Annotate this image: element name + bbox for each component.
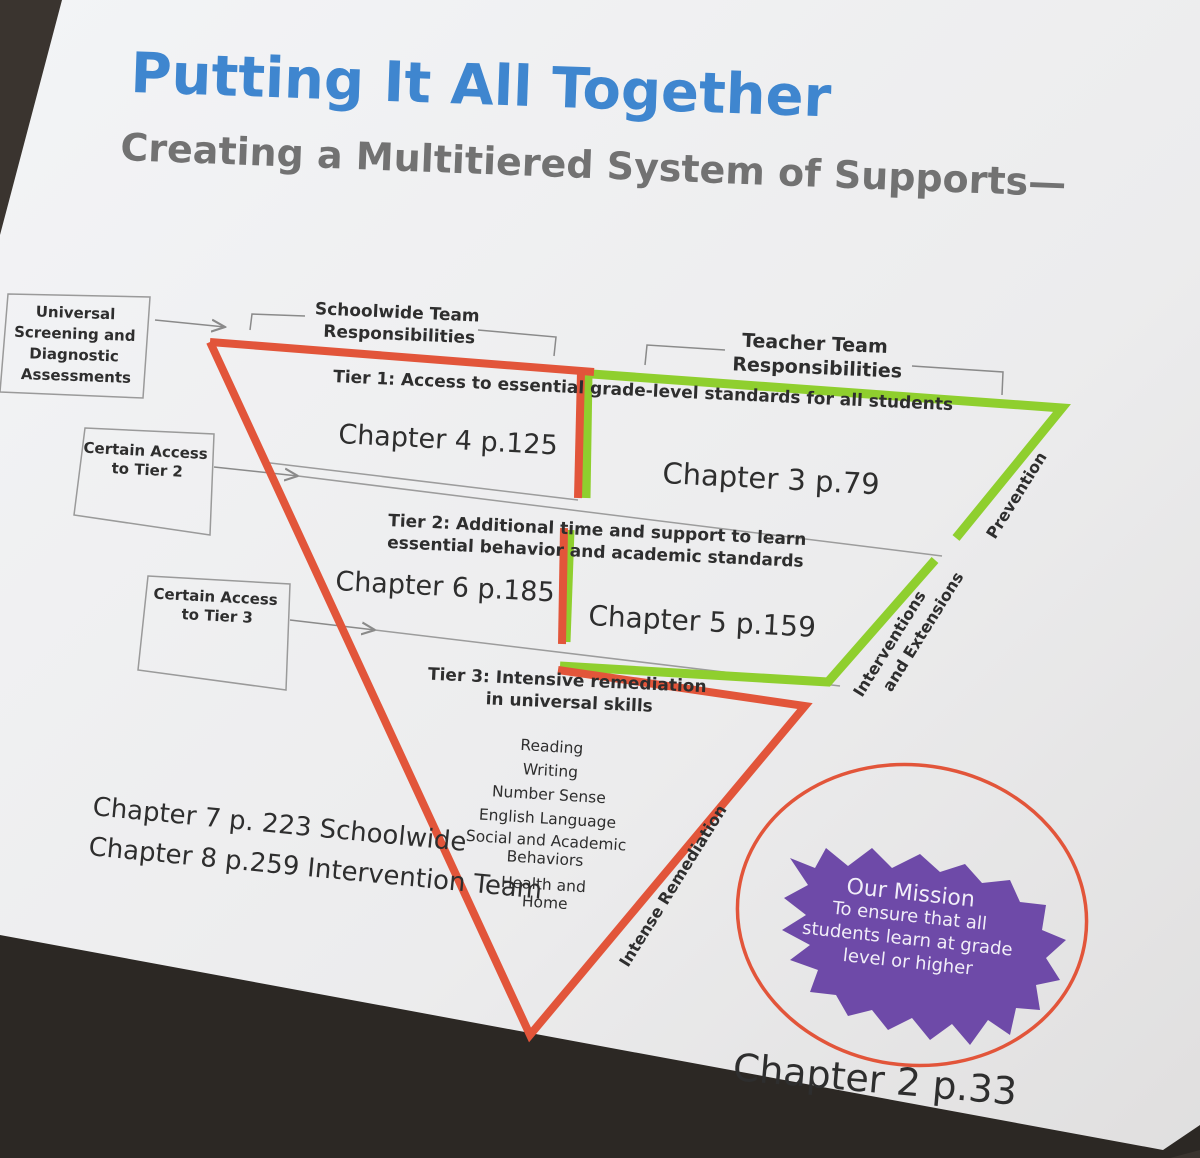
universal-screening-box: Universal Screening and Diagnostic Asses… [0,293,151,399]
tier2-arrow [213,466,298,476]
schoolwide-bracket [249,313,557,357]
teacher-bracket [644,344,1004,396]
mission-circle [735,762,1089,1068]
universal-arrow [154,320,225,327]
teacher-team-trapezoid [559,369,1071,687]
tier3-arrow [289,619,375,630]
svg-text:Universal Screening and: Universal Screening and Diagnostic Asses… [12,302,141,387]
tier2-divider [297,475,943,557]
tier1-divider [261,461,579,501]
schoolwide-triangle [206,338,813,1043]
mission-starburst [782,848,1066,1045]
